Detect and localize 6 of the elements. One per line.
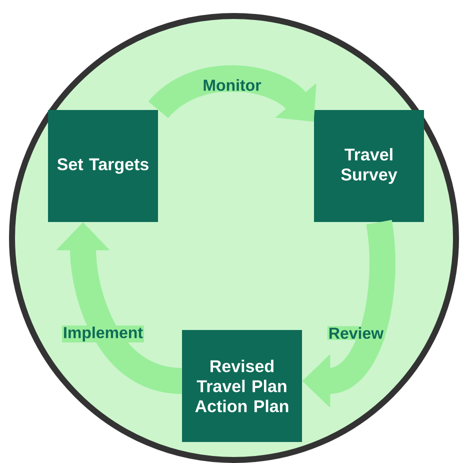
edge-label: Implement: [62, 326, 144, 342]
edge-label: Monitor: [202, 78, 262, 92]
process-box: Revised Travel Plan Action Plan: [182, 330, 302, 442]
process-box: Set Targets: [48, 110, 158, 222]
edge-label: Review: [327, 326, 385, 340]
process-box: Travel Survey: [314, 110, 424, 222]
